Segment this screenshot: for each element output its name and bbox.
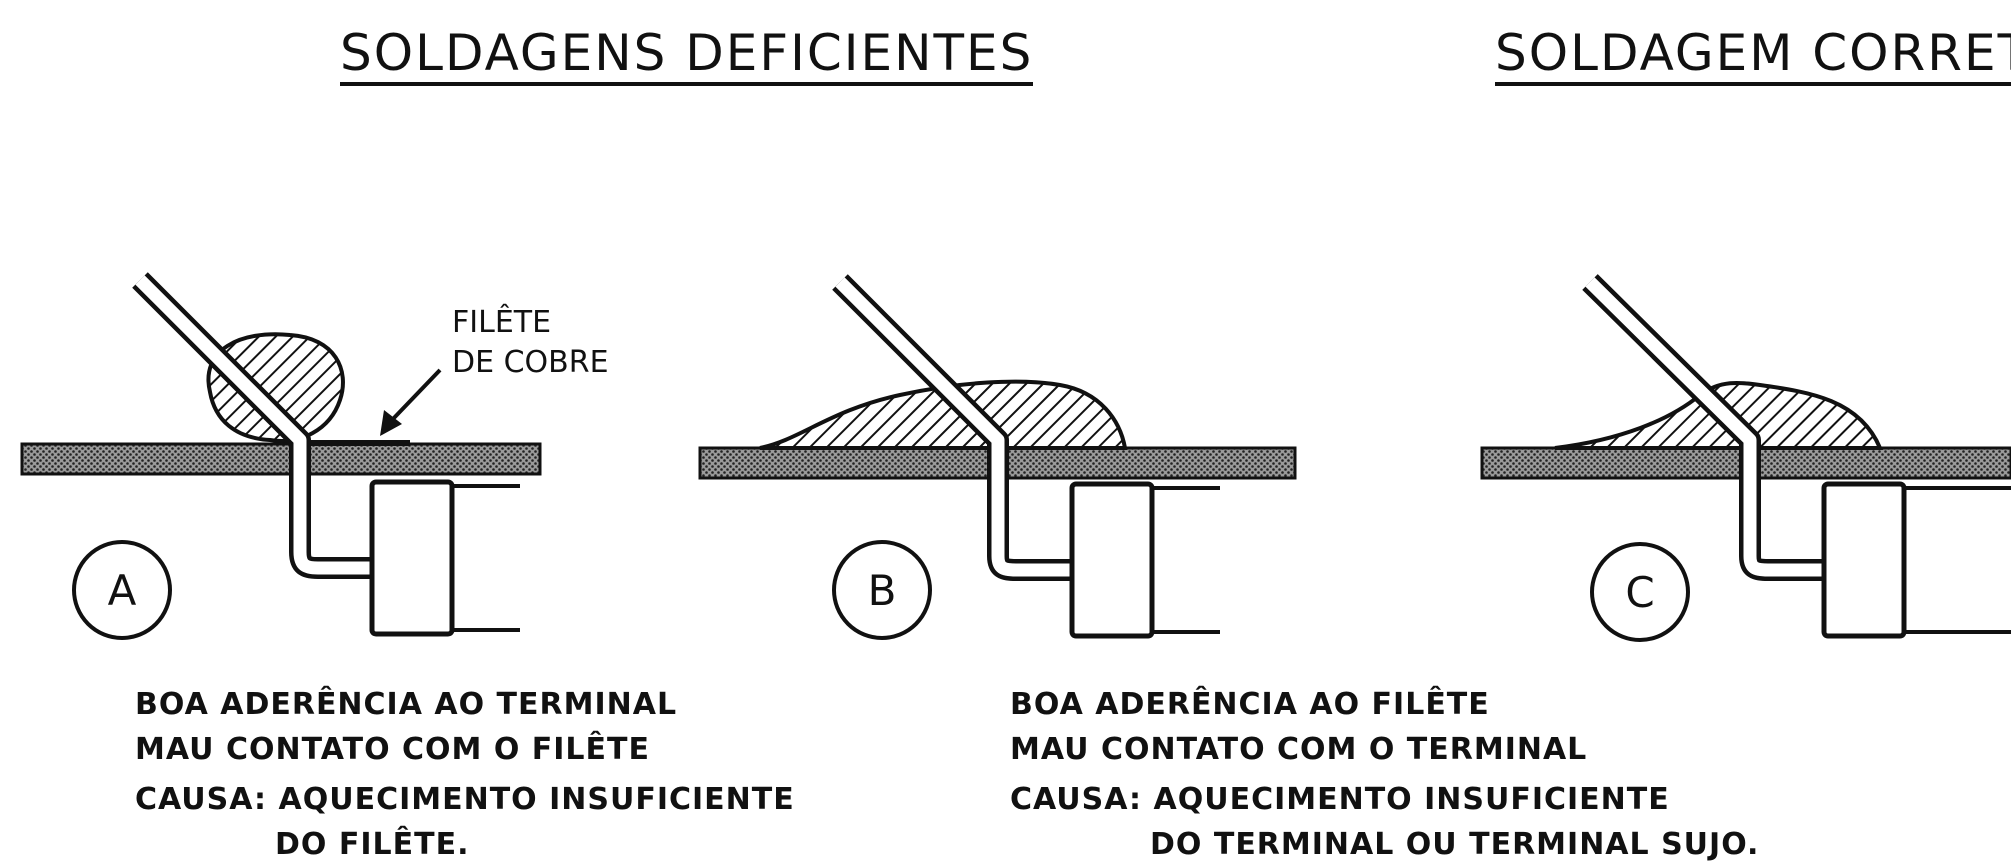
- panel-letter-a: A: [108, 566, 137, 615]
- panel-letter-b: B: [868, 566, 897, 615]
- circuit-board-a: [20, 442, 542, 476]
- copper-fillet-a: [300, 440, 410, 446]
- panel-letter-c: C: [1625, 568, 1654, 617]
- note-b-line1: BOA ADERÊNCIA AO FILÊTE: [1010, 687, 1490, 722]
- note-b-line3: CAUSA: AQUECIMENTO INSUFICIENTE: [1010, 782, 1670, 817]
- annotation-copper-fillet-line1: FILÊTE: [452, 304, 551, 340]
- panel-a: A FILÊTE DE COBRE: [20, 272, 609, 640]
- component-body-b: [1069, 481, 1155, 639]
- component-body-a: [369, 479, 455, 637]
- solder-spread-b: [759, 379, 1128, 450]
- label-circle-b: [832, 540, 932, 640]
- annotation-copper-fillet-line2: DE COBRE: [452, 345, 609, 380]
- heading-correct-solder: SOLDAGEM CORRETA: [1495, 28, 2011, 86]
- component-body-c: [1821, 481, 1907, 639]
- panel-b: B: [698, 274, 1297, 640]
- note-a-line3: CAUSA: AQUECIMENTO INSUFICIENTE: [135, 782, 795, 817]
- note-a-line2: MAU CONTATO COM O FILÊTE: [135, 732, 651, 767]
- note-b-line2: MAU CONTATO COM O TERMINAL: [1010, 732, 1588, 767]
- solder-blob-a: [206, 332, 345, 443]
- panel-c: C: [1480, 274, 2011, 642]
- label-circle-a: [72, 540, 172, 640]
- note-b-line4: DO TERMINAL OU TERMINAL SUJO.: [1150, 827, 1760, 862]
- note-a-line1: BOA ADERÊNCIA AO TERMINAL: [135, 687, 678, 722]
- heading-deficient-solders: SOLDAGENS DEFICIENTES: [340, 28, 1034, 86]
- note-a-line4: DO FILÊTE.: [275, 827, 470, 862]
- label-circle-c: [1590, 542, 1690, 642]
